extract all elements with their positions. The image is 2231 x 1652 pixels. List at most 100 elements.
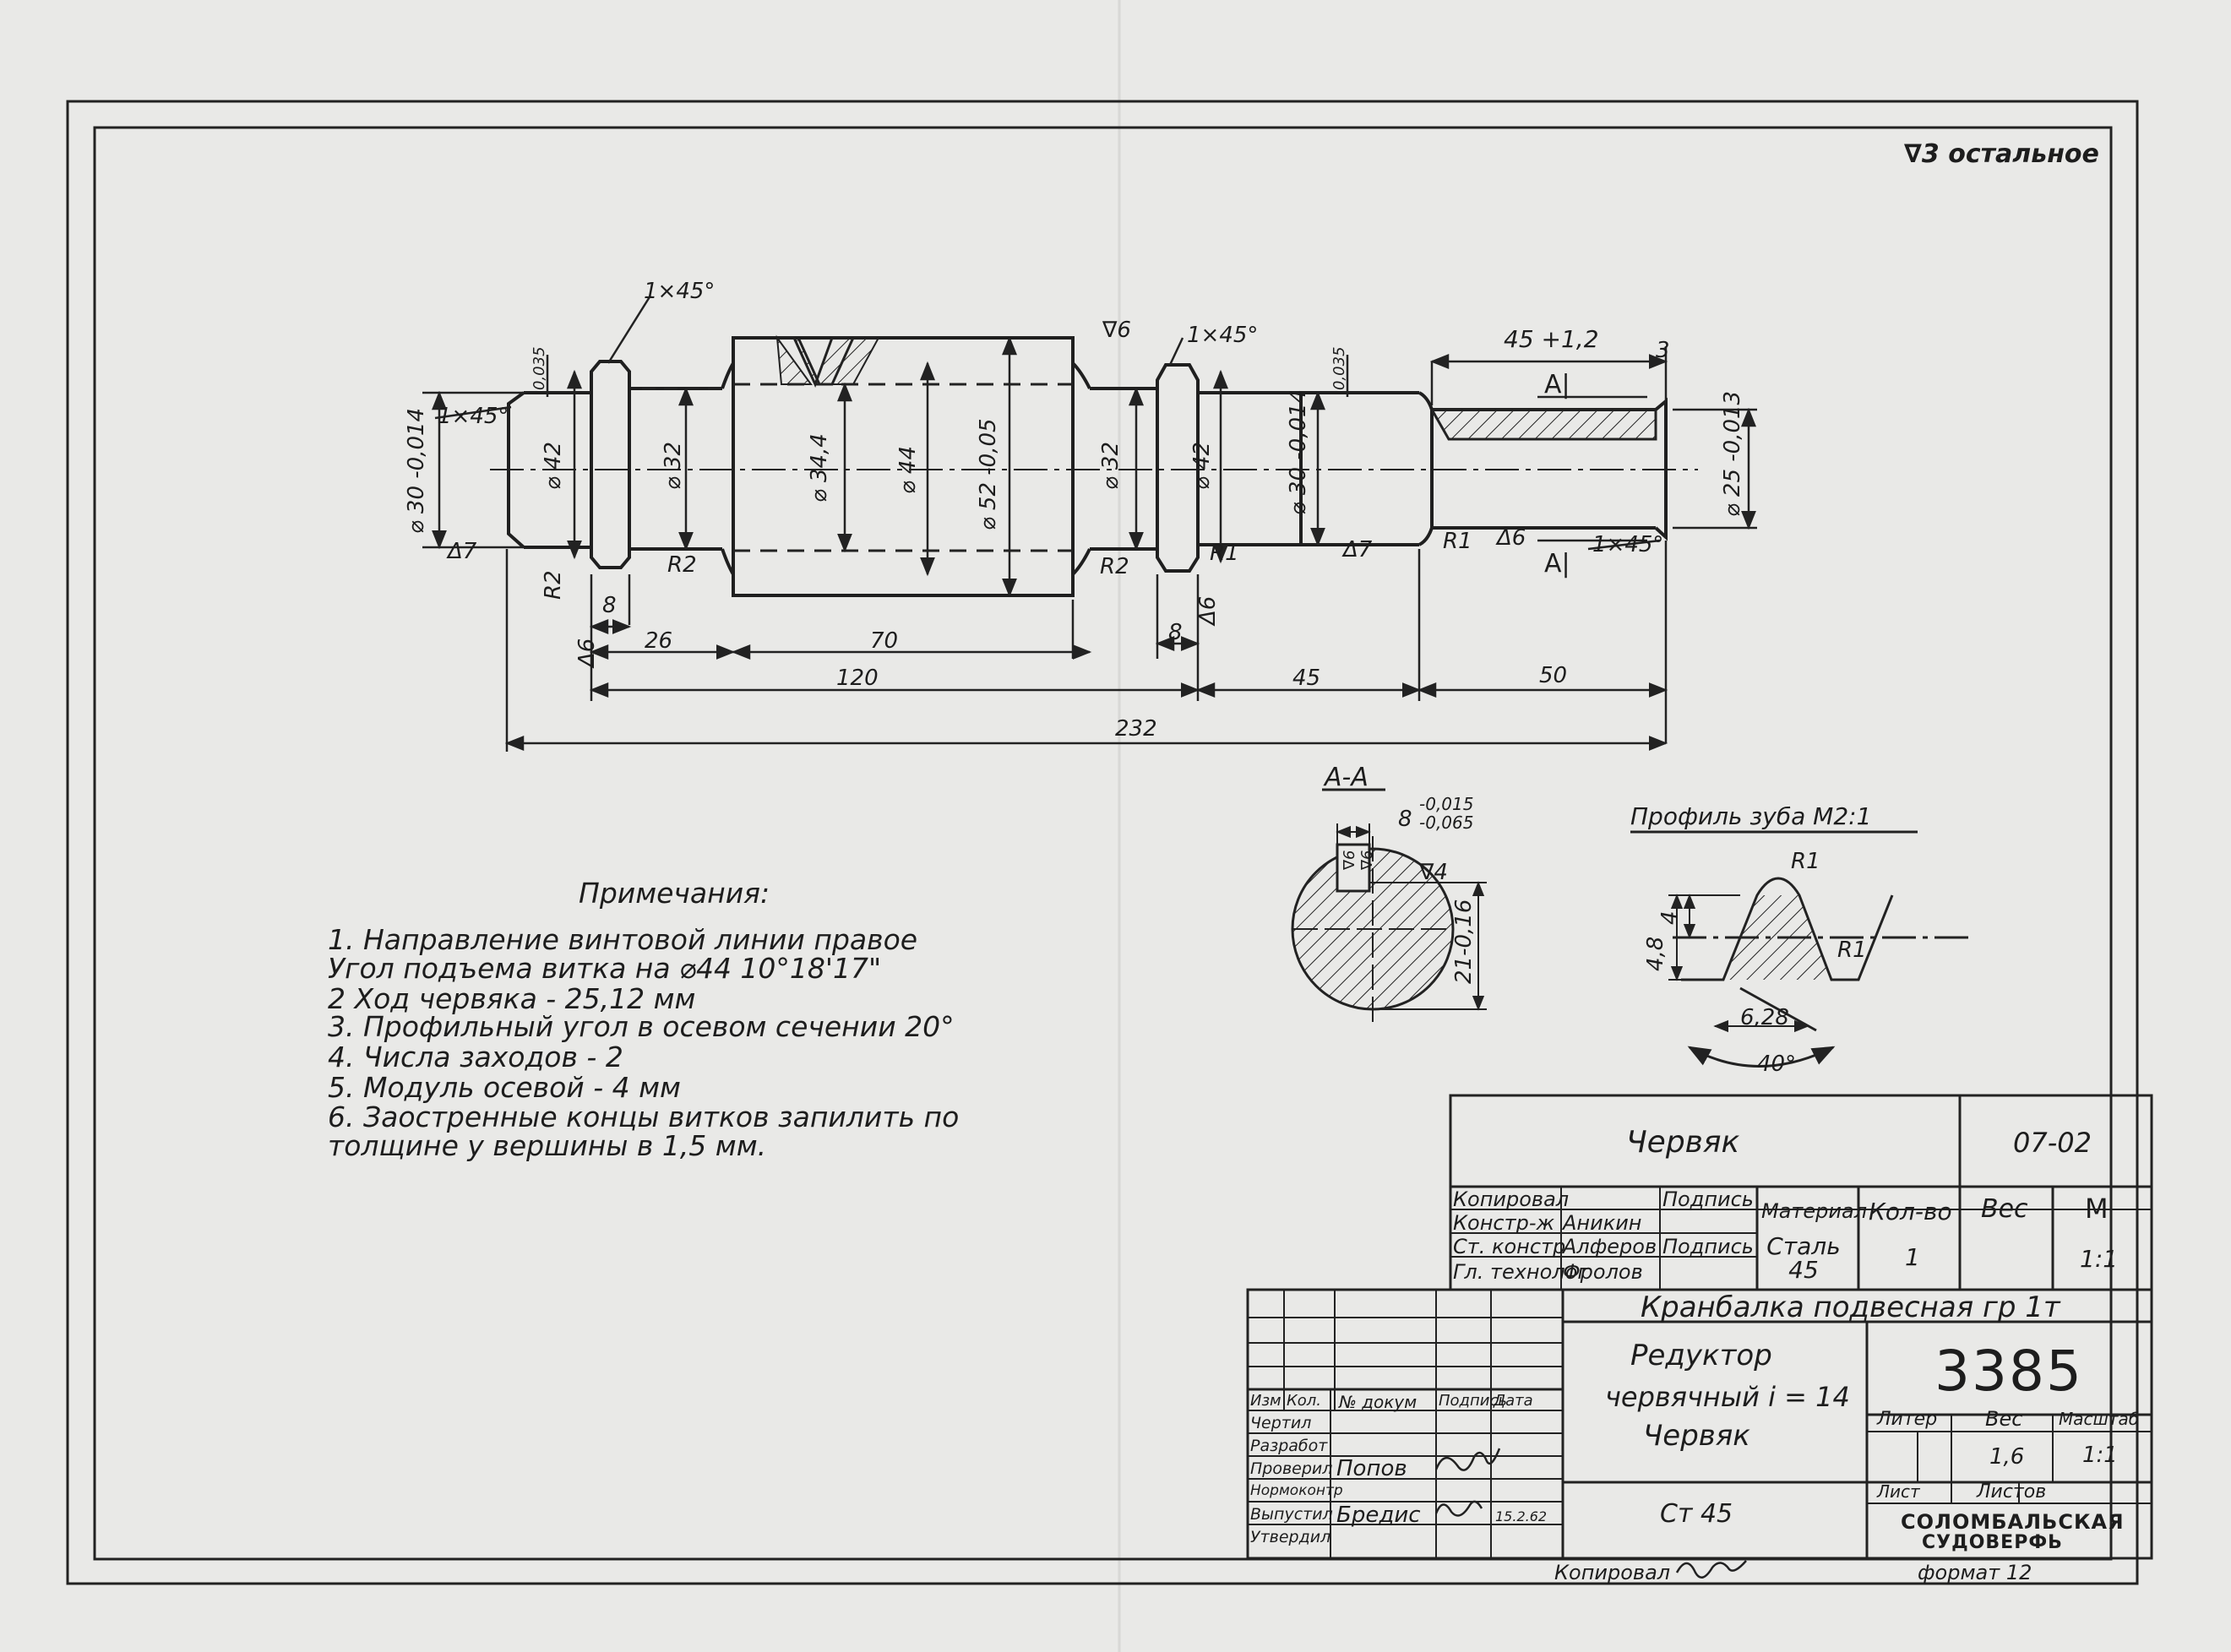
role-row: Чертил: [1250, 1414, 1312, 1432]
d34-label: ⌀ 34,4: [807, 433, 832, 503]
qty-header: Кол-во: [1869, 1198, 1952, 1225]
issue-date: 15.2.62: [1495, 1508, 1548, 1524]
rough7-left: Δ7: [448, 539, 477, 564]
copied-by: Копировал: [1554, 1561, 1671, 1584]
col-sign: Подпись: [1439, 1392, 1507, 1410]
format-label: формат 12: [1918, 1561, 2032, 1584]
material-label: Ст 45: [1660, 1499, 1733, 1529]
doc-number: 3385: [1934, 1339, 2083, 1404]
col-kol: Кол.: [1287, 1392, 1322, 1410]
sign-header: Подпись: [1662, 1187, 1754, 1211]
part-name: Червяк: [1626, 1125, 1740, 1160]
rough-c: ∇4: [1419, 860, 1448, 885]
scale-value: 1:1: [2080, 1245, 2119, 1273]
rough6-left: Δ6: [574, 638, 600, 667]
scale-value-2: 1:1: [2082, 1443, 2118, 1468]
section-depth: 21-0,16: [1451, 899, 1477, 984]
col-date: Дата: [1494, 1392, 1533, 1410]
d30-left-label: ⌀ 30 -0,014: [404, 407, 429, 534]
title-line: Редуктор: [1630, 1339, 1772, 1372]
d25-label: ⌀ 25 -0,013: [1720, 390, 1745, 517]
outer-border: [66, 100, 2139, 1585]
section-a-bottom: A|: [1544, 549, 1570, 579]
tech-role: Гл. технолог: [1453, 1260, 1588, 1284]
tol-0035-left: 0,035: [531, 346, 548, 390]
section-a-a: [1291, 788, 1487, 1022]
chamfer-mid: 1×45°: [1187, 323, 1259, 348]
scale-header: М: [2085, 1193, 2109, 1225]
weight-header: Вес: [1981, 1194, 2028, 1224]
sheets-label: Листов: [1977, 1481, 2047, 1503]
rough6-bottom: Δ6: [1195, 595, 1221, 625]
chamfer-top-left: 1×45°: [644, 279, 716, 304]
keyway-hatch: [1429, 408, 1657, 441]
len-70: 70: [870, 628, 899, 654]
key-tol-lower: -0,065: [1419, 812, 1474, 833]
len-26: 26: [645, 628, 673, 654]
scale-header-2: Масштаб: [2059, 1409, 2140, 1429]
tooth-r1-top: R1: [1791, 849, 1820, 874]
role-row: Нормоконтр: [1250, 1482, 1343, 1499]
chamfer-right: 1×45°: [1592, 532, 1664, 557]
len-45-tol: 45 +1,2: [1504, 325, 1599, 353]
d52-label: ⌀ 52 -0,05: [976, 418, 1001, 530]
liter-header: Литер: [1877, 1409, 1938, 1430]
d44-label: ⌀ 44: [895, 445, 921, 494]
note-line: Угол подъема витка на ⌀44 10°18'17": [328, 952, 882, 985]
col-doc: № докум: [1339, 1392, 1418, 1412]
d32-right-label: ⌀ 32: [1098, 441, 1124, 490]
note-line: толщине у вершины в 1,5 мм.: [328, 1129, 767, 1162]
len-8b: 8: [1168, 620, 1183, 645]
note-line: 1. Направление винтовой линии правое: [328, 923, 918, 956]
len-8a: 8: [602, 593, 617, 618]
col-izm: Изм: [1250, 1392, 1281, 1410]
tooth-pitch: 6,28: [1740, 1005, 1789, 1030]
title-line: Червяк: [1643, 1419, 1750, 1453]
role-row: Разработ: [1250, 1437, 1328, 1455]
tol-0035-right: 0,035: [1330, 346, 1348, 390]
section-a-top: A|: [1544, 370, 1570, 399]
note-line: 2 Ход червяка - 25,12 мм: [328, 982, 696, 1015]
tooth-h48: 4,8: [1643, 936, 1668, 971]
qty-value: 1: [1905, 1243, 1920, 1271]
key-width: 8: [1398, 807, 1412, 832]
issuer-name: Бредис: [1336, 1503, 1421, 1528]
weight-header-2: Вес: [1985, 1407, 2023, 1431]
d32-left-label: ⌀ 32: [661, 441, 686, 490]
len-3: 3: [1656, 338, 1670, 363]
part-code: 07-02: [2013, 1127, 2092, 1159]
copied-label: Копировал: [1453, 1187, 1570, 1211]
designer-name: Аникин: [1563, 1211, 1642, 1235]
tooth-angle: 40°: [1757, 1052, 1797, 1077]
designer-role: Констр-ж: [1453, 1211, 1555, 1235]
note-line: 5. Модуль осевой - 4 мм: [328, 1071, 681, 1104]
shaft-outline: [507, 336, 1668, 597]
senior-role: Ст. констр: [1453, 1235, 1566, 1258]
tooth-r1-bottom: R1: [1837, 937, 1867, 963]
note-line: 3. Профильный угол в осевом сечении 20°: [328, 1010, 955, 1043]
surface-finish: ∇3 остальное: [1904, 139, 2099, 169]
r2-left: R2: [541, 570, 566, 600]
tooth-profile: [1630, 830, 1968, 1068]
rough-a: ∇6: [1341, 850, 1358, 871]
checker-name: Попов: [1336, 1456, 1407, 1481]
tooth-title: Профиль зуба М2:1: [1630, 802, 1872, 830]
tech-name: Фролов: [1563, 1260, 1643, 1284]
assembly-name: Кранбалка подвесная гр 1т: [1641, 1291, 2060, 1324]
material-value: Сталь 45: [1766, 1232, 1841, 1284]
note-line: 6. Заостренные концы витков запилить по: [328, 1100, 960, 1133]
len-120: 120: [836, 666, 879, 691]
r2-a: R2: [667, 552, 697, 578]
d42-left-label: ⌀ 42: [541, 441, 566, 490]
role-row: Утвердил: [1250, 1528, 1331, 1546]
length-dims: [434, 295, 1668, 752]
tooth-h4: 4: [1657, 910, 1683, 925]
rough6-right: Δ6: [1497, 525, 1526, 551]
note-line: 4. Числа заходов - 2: [328, 1041, 623, 1073]
senior-name: Алферов: [1563, 1235, 1657, 1258]
d42-right-label: ⌀ 42: [1189, 441, 1215, 490]
material-header: Материал: [1761, 1199, 1868, 1223]
